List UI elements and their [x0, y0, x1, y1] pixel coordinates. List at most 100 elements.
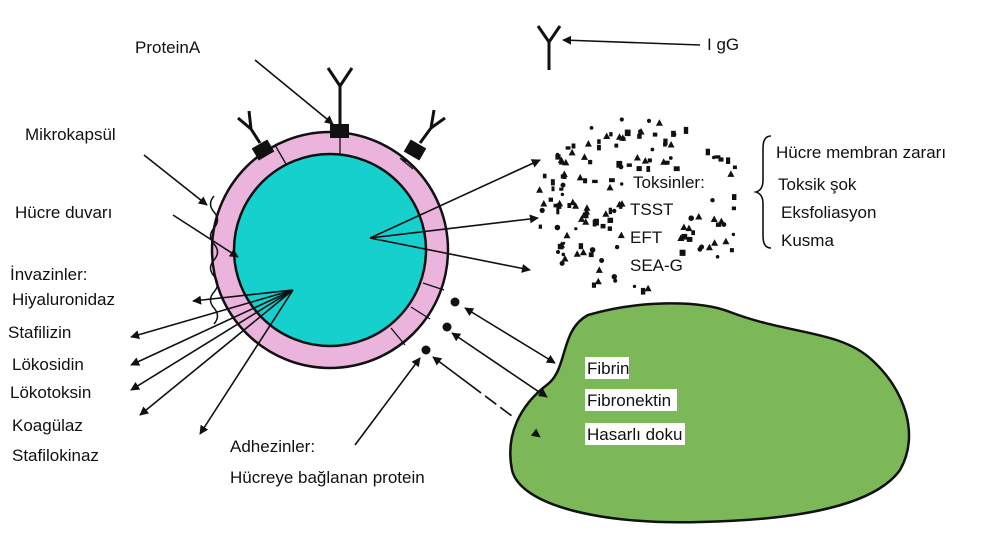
toxin-particle	[680, 250, 686, 256]
label-kusma: Kusma	[781, 231, 834, 250]
toxin-particle	[597, 139, 601, 144]
cytoplasm	[234, 154, 426, 346]
toxin-particle	[680, 224, 687, 231]
toxin-particle	[715, 155, 721, 158]
label-hucre-duvari: Hücre duvarı	[15, 203, 112, 222]
arrow-protein-a	[255, 60, 333, 124]
toxin-particle	[566, 146, 571, 149]
toxin-particle	[585, 140, 592, 147]
toxin-particle	[561, 183, 566, 188]
toxin-particle	[732, 194, 736, 200]
toxin-particle	[562, 253, 566, 257]
surface-igg-right	[404, 110, 445, 161]
label-toksik-sok: Toksik şok	[778, 175, 857, 194]
toxin-particle	[648, 158, 652, 162]
toxin-particle	[596, 266, 603, 273]
toxin-particle	[574, 227, 577, 230]
free-igg-icon	[538, 26, 560, 70]
toxin-particle	[687, 237, 693, 242]
toxin-particle	[560, 261, 565, 266]
toxin-particle	[536, 186, 543, 193]
label-toksinler: Toksinler:	[633, 173, 705, 192]
toxin-particle	[671, 131, 676, 137]
toxin-particle	[686, 225, 693, 232]
toxin-particle	[627, 163, 632, 167]
toxin-particle	[637, 166, 642, 171]
host-tissue-blob	[510, 303, 909, 522]
toxin-particle	[557, 203, 562, 209]
toxin-particle	[583, 178, 587, 183]
toxin-particle	[540, 200, 547, 207]
toxin-particle	[603, 133, 610, 140]
toxin-particle	[730, 248, 734, 252]
toxin-particle	[669, 156, 673, 160]
toxin-particle	[556, 153, 559, 156]
toxin-particle	[732, 233, 735, 236]
toxin-particle	[616, 161, 622, 168]
toxin-particle	[602, 210, 609, 217]
toxin-particle	[552, 186, 555, 191]
arrow-igg	[563, 40, 700, 45]
toxin-particle	[615, 245, 619, 249]
toxin-particle	[653, 133, 658, 137]
toxin-particle	[551, 179, 555, 185]
toxin-particle	[674, 166, 680, 171]
protein-a-block	[330, 124, 349, 138]
label-igg: I gG	[707, 35, 739, 54]
toxin-particle	[597, 145, 601, 151]
toxin-particle	[580, 249, 587, 256]
label-koagulaz: Koagülaz	[12, 416, 83, 435]
toxin-particle	[564, 232, 571, 239]
toxin-particle	[549, 198, 553, 202]
label-tsst: TSST	[630, 200, 673, 219]
toxin-particle	[716, 223, 721, 227]
toxin-particle	[645, 285, 652, 292]
toxin-particle	[698, 247, 703, 252]
toxin-particle	[634, 154, 641, 161]
toxin-particle	[559, 188, 563, 191]
toxin-particle	[607, 184, 614, 191]
toxin-particle	[722, 222, 727, 227]
toxin-particle	[663, 143, 667, 147]
toxin-particle	[569, 199, 576, 206]
label-eksfoliasyon: Eksfoliasyon	[781, 203, 876, 222]
label-stafilizin: Stafilizin	[8, 323, 71, 342]
label-lokosidin: Lökosidin	[12, 355, 84, 374]
toxin-particle	[637, 134, 642, 139]
toxin-particle	[590, 247, 596, 253]
toxin-particle	[540, 208, 545, 213]
toxin-particle	[612, 209, 616, 213]
toxin-particle	[688, 215, 694, 221]
surface-igg-top	[328, 68, 352, 138]
label-protein-a: ProteinA	[135, 38, 201, 57]
toxin-particle	[593, 220, 597, 227]
label-stafilokinaz: Stafilokinaz	[12, 446, 99, 465]
label-hyaluronidaz: Hiyaluronidaz	[12, 290, 115, 309]
toxin-particle	[711, 216, 718, 223]
toxin-particle	[695, 213, 702, 220]
label-membran-zarari: Hücre membran zararı	[776, 143, 946, 162]
toxin-particle	[608, 226, 612, 231]
toxin-particle	[633, 285, 636, 288]
arrow-adhesin-fibrin	[465, 308, 555, 363]
toxin-particle	[614, 144, 618, 148]
toxin-particle	[732, 207, 736, 211]
toxin-particle	[612, 274, 617, 279]
protein-a-block	[404, 139, 427, 160]
toxin-particle	[609, 132, 612, 136]
label-sea-g: SEA-G	[630, 256, 683, 275]
toxin-particle	[543, 174, 547, 179]
toxin-particle	[646, 166, 650, 172]
toxin-particle	[574, 250, 581, 257]
toxin-particle	[710, 198, 714, 202]
toxin-particle	[625, 130, 631, 137]
toxin-particle	[706, 149, 710, 156]
toxin-particle	[618, 232, 625, 239]
toxin-particle	[599, 258, 604, 263]
toxin-particle	[716, 255, 720, 259]
toxin-particle	[642, 157, 649, 164]
label-fibrin: Fibrin	[587, 359, 630, 378]
toxin-particle	[668, 141, 675, 148]
toxin-particle	[592, 180, 598, 183]
